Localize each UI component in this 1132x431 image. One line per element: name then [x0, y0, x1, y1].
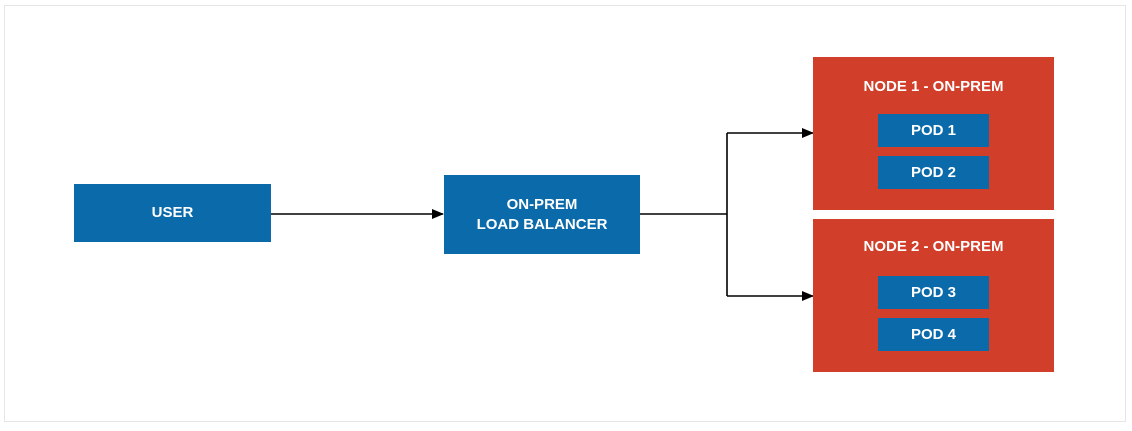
node-1-box: NODE 1 - ON-PREM POD 1 POD 2 — [813, 57, 1054, 210]
pod-3-label: POD 3 — [910, 284, 956, 301]
node-2-title: NODE 2 - ON-PREM — [863, 238, 1004, 255]
load-balancer-label-line-2: LOAD BALANCER — [476, 215, 608, 233]
user-box: USER — [74, 184, 271, 242]
load-balancer-label-line-1: ON-PREM — [506, 195, 578, 213]
pod-4-box: POD 4 — [878, 318, 989, 351]
pod-2-label: POD 2 — [910, 164, 956, 181]
pod-1-label: POD 1 — [910, 122, 956, 139]
user-label: USER — [151, 204, 194, 221]
load-balancer-box: ON-PREM LOAD BALANCER — [444, 175, 640, 254]
node-2-box: NODE 2 - ON-PREM POD 3 POD 4 — [813, 219, 1054, 372]
pod-1-box: POD 1 — [878, 114, 989, 147]
pod-4-label: POD 4 — [910, 326, 956, 343]
pod-2-box: POD 2 — [878, 156, 989, 189]
node-1-title: NODE 1 - ON-PREM — [863, 78, 1004, 95]
pod-3-box: POD 3 — [878, 276, 989, 309]
